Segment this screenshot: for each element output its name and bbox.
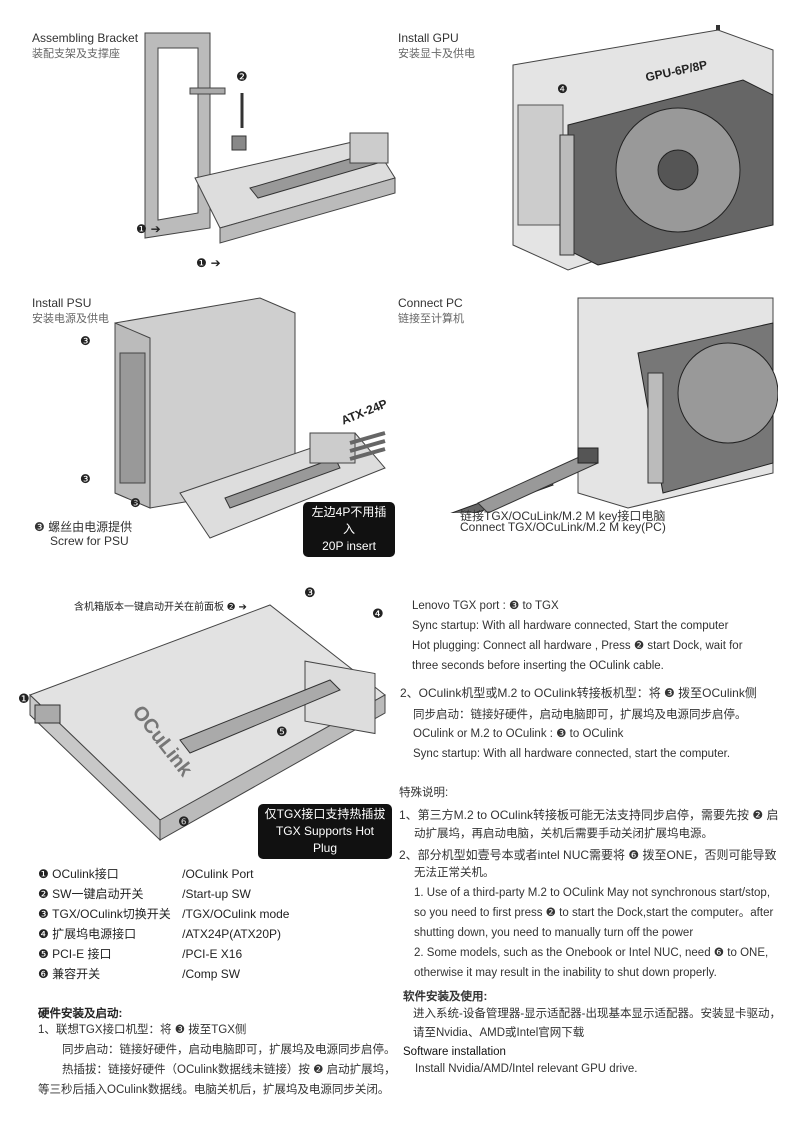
legend-en: /Comp SW	[182, 967, 241, 981]
legend-en: /Start-up SW	[182, 887, 251, 901]
psu-callout-3b: ❸	[80, 472, 91, 486]
legend-num: ❸	[38, 907, 49, 921]
legend-item: ❻ 兼容开关/Comp SW	[38, 964, 289, 984]
software-cn-line: 请至Nvidia、AMD或Intel官网下载	[413, 1027, 585, 1039]
software-heading-en: Software installation	[403, 1046, 506, 1058]
legend-cn: SW一键启动开关	[52, 887, 144, 901]
legend-item: ❷ SW一键启动开关/Start-up SW	[38, 884, 289, 904]
psu-caption-cn: ❸ 螺丝由电源提供	[34, 520, 133, 534]
special-cn-line: 1、第三方M.2 to OCulink转接板可能无法支持同步启停，需要先按 ❷ …	[399, 808, 779, 822]
connect-illustration	[450, 297, 778, 513]
legend-num: ❷	[38, 887, 49, 901]
connect-caption-en: Connect TGX/OCuLink/M.2 M key(PC)	[460, 520, 666, 534]
hotplug-note: 仅TGX接口支持热插拔 TGX Supports Hot Plug	[258, 804, 392, 859]
connect-caption-cn: 链接TGX/OCuLink/M.2 M key接口电脑	[460, 509, 666, 523]
legend-cn: 兼容开关	[52, 967, 101, 981]
oculink-line: Sync startup: With all hardware connecte…	[413, 748, 731, 760]
oculink-heading: 2、OCulink机型或M.2 to OCulink转接板机型：将 ❸ 拨至OC…	[400, 686, 757, 700]
callout-1a: ❶ ➔	[136, 222, 161, 236]
legend-list: ❶ OCulink接口/OCulink Port ❷ SW一键启动开关/Star…	[38, 864, 289, 984]
connect-subtitle: 链接至计算机	[398, 313, 464, 325]
board-callout-6: ❻	[178, 815, 190, 830]
special-en-line: 1. Use of a third-party M.2 to OCulink M…	[414, 887, 771, 899]
tgx-line: Sync startup: With all hardware connecte…	[412, 620, 729, 632]
legend-num: ❹	[38, 927, 49, 941]
special-cn-line: 无法正常关机。	[414, 867, 495, 879]
legend-en: /ATX24P(ATX20P)	[182, 927, 282, 941]
front-panel-note: 含机箱版本一键启动开关在前面板 ❷ ➔	[74, 602, 247, 613]
legend-cn: OCulink接口	[52, 867, 119, 881]
bracket-title: Assembling Bracket	[32, 31, 139, 45]
board-callout-5: ❺	[276, 725, 288, 740]
special-en-line: otherwise it may result in the inability…	[414, 967, 717, 979]
psu-callout-3c: ❸	[130, 496, 141, 510]
legend-cn: TGX/OCulink切换开关	[52, 907, 171, 921]
oculink-line: OCulink or M.2 to OCulink : ❸ to OCulink	[413, 728, 624, 740]
legend-en: /TGX/OCulink mode	[182, 907, 290, 921]
legend-item: ❹ 扩展坞电源接口/ATX24P(ATX20P)	[38, 924, 289, 944]
bracket-subtitle: 装配支架及支撑座	[32, 48, 120, 60]
tgx-line: three seconds before inserting the OCuli…	[412, 660, 664, 672]
oculink-line: 同步启动：链接好硬件，启动电脑即可，扩展坞及电源同步启停。	[413, 709, 747, 721]
software-heading-cn: 软件安装及使用:	[403, 991, 488, 1003]
tgx-line: Hot plugging: Connect all hardware , Pre…	[412, 640, 743, 652]
special-cn-line: 动扩展坞，再启动电脑，关机后需要手动关闭扩展坞电源。	[414, 828, 713, 840]
board-illustration	[29, 604, 386, 842]
legend-num: ❺	[38, 947, 49, 961]
hardware-line: 1、联想TGX接口机型：将 ❸ 拨至TGX侧	[38, 1024, 247, 1036]
psu-subtitle: 安装电源及供电	[32, 313, 109, 325]
hotplug-note-cn: 仅TGX接口支持热插拔	[264, 807, 386, 821]
callout-2: ❷	[236, 70, 248, 85]
gpu-title: Install GPU	[398, 31, 459, 45]
hardware-heading: 硬件安装及启动:	[38, 1008, 123, 1020]
gpu-illustration	[512, 25, 774, 271]
hardware-line: 同步启动：链接好硬件，启动电脑即可，扩展坞及电源同步启停。	[62, 1044, 396, 1056]
legend-item: ❸ TGX/OCulink切换开关/TGX/OCulink mode	[38, 904, 289, 924]
legend-en: /PCI-E X16	[182, 947, 243, 961]
legend-cn: PCI-E 接口	[52, 947, 112, 961]
callout-4: ❹	[557, 82, 568, 96]
insert-note: 左边4P不用插入 20P insert	[303, 502, 395, 557]
legend-en: /OCulink Port	[182, 867, 254, 881]
legend-item: ❺ PCI-E 接口/PCI-E X16	[38, 944, 289, 964]
software-en-line: Install Nvidia/AMD/Intel relevant GPU dr…	[415, 1063, 638, 1075]
psu-illustration	[114, 297, 386, 539]
special-en-line: so you need to first press ❷ to start th…	[414, 907, 774, 919]
board-callout-1: ❶	[18, 692, 30, 707]
special-cn-line: 2、部分机型如壹号本或者intel NUC需要将 ❻ 拨至ONE，否则可能导致	[399, 848, 777, 862]
psu-callout-3a: ❸	[80, 334, 91, 348]
hardware-line: 等三秒后插入OCulink数据线。电脑关机后，扩展坞及电源同步关闭。	[38, 1084, 390, 1096]
special-en-line: shutting down, you need to manually turn…	[414, 927, 694, 939]
connect-title: Connect PC	[398, 296, 463, 310]
software-cn-line: 进入系统-设备管理器-显示适配器-出现基本显示适配器。安装显卡驱动，	[413, 1008, 781, 1020]
insert-note-en: 20P insert	[322, 539, 376, 553]
insert-note-cn: 左边4P不用插入	[311, 505, 387, 536]
gpu-subtitle: 安装显卡及供电	[398, 48, 475, 60]
board-callout-3: ❸	[304, 586, 316, 601]
special-en-line: 2. Some models, such as the Onebook or I…	[414, 947, 769, 959]
legend-num: ❶	[38, 867, 49, 881]
psu-title: Install PSU	[32, 296, 92, 310]
board-callout-4: ❹	[372, 607, 384, 622]
hardware-line: 热插拔：链接好硬件（OCulink数据线未链接）按 ❷ 启动扩展坞，	[62, 1064, 396, 1076]
bracket-illustration	[144, 32, 396, 244]
psu-caption-en: Screw for PSU	[50, 534, 129, 548]
legend-num: ❻	[38, 967, 49, 981]
special-heading: 特殊说明:	[399, 787, 449, 799]
hotplug-note-en: TGX Supports Hot Plug	[275, 824, 375, 855]
legend-item: ❶ OCulink接口/OCulink Port	[38, 864, 289, 884]
callout-1b: ❶ ➔	[196, 256, 221, 270]
legend-cn: 扩展坞电源接口	[52, 927, 137, 941]
tgx-line: Lenovo TGX port : ❸ to TGX	[412, 600, 559, 612]
